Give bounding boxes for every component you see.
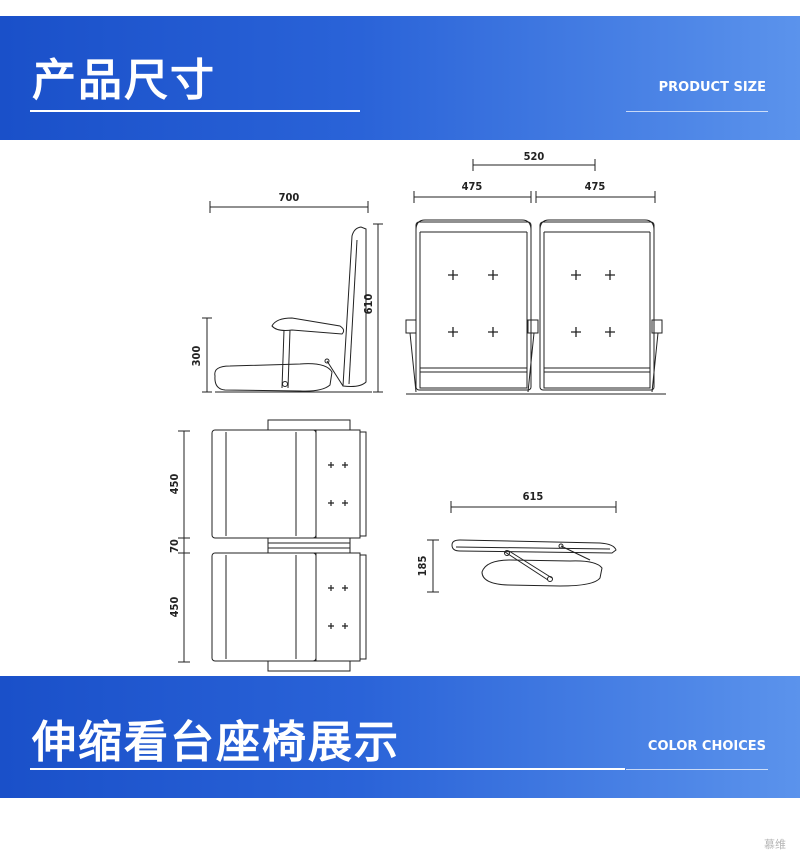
- page-title: 产品尺寸: [32, 55, 216, 106]
- top-view: 450 70 450: [168, 419, 367, 672]
- header-underline-right: [626, 111, 768, 112]
- front-view: 520 475 475: [405, 150, 666, 395]
- footer-banner: 伸缩看台座椅展示 COLOR CHOICES: [0, 676, 800, 798]
- folded-view: 615 185: [416, 490, 617, 593]
- footer-underline: [30, 768, 625, 770]
- section-subtitle: COLOR CHOICES: [647, 739, 766, 754]
- dim-top-seat-2: 450: [168, 597, 181, 618]
- dim-side-seat-height: 300: [190, 346, 203, 367]
- dim-front-right: 475: [585, 180, 606, 193]
- page-subtitle: PRODUCT SIZE: [658, 80, 766, 95]
- dim-top-seat-1: 450: [168, 474, 181, 495]
- dim-folded-height: 185: [416, 556, 429, 577]
- dim-front-left: 475: [462, 180, 483, 193]
- dim-side-depth: 700: [279, 191, 300, 204]
- dim-folded-width: 615: [523, 490, 544, 503]
- watermark: 慕维: [764, 838, 786, 851]
- side-view: 700 610 300: [190, 191, 383, 393]
- header-underline: [30, 110, 360, 112]
- section-title: 伸缩看台座椅展示: [32, 717, 400, 768]
- footer-underline-right: [626, 769, 768, 770]
- header-banner: 产品尺寸 PRODUCT SIZE: [0, 16, 800, 140]
- dim-front-center: 520: [524, 150, 545, 163]
- dim-top-gap: 70: [168, 539, 181, 553]
- dim-side-height: 610: [362, 294, 375, 315]
